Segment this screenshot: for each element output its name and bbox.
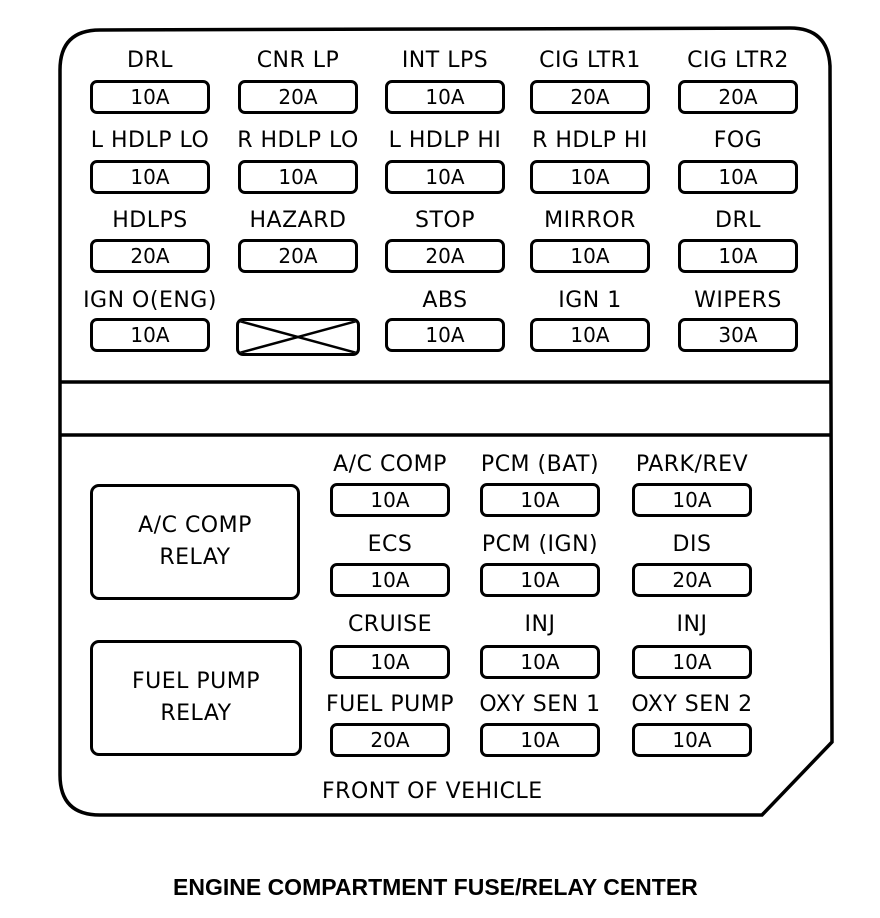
fuse-inj: 10A bbox=[632, 645, 752, 679]
fuse-drl: 10A bbox=[90, 80, 210, 114]
fuse-cig-ltr2: 20A bbox=[678, 80, 798, 114]
fuse-cnr-lp: 20A bbox=[238, 80, 358, 114]
fuse-cruise: 10A bbox=[330, 645, 450, 679]
fuse-park-rev: 10A bbox=[632, 483, 752, 517]
fuse-label-ign-o-eng: IGN O(ENG) bbox=[83, 288, 217, 313]
fuse-label-oxy-sen-1: OXY SEN 1 bbox=[479, 692, 601, 717]
fuse-label-r-hdlp-lo: R HDLP LO bbox=[237, 128, 359, 153]
front-of-vehicle-label: FRONT OF VEHICLE bbox=[322, 779, 543, 804]
x-mark-icon bbox=[239, 321, 357, 353]
fuse-drl: 10A bbox=[678, 239, 798, 273]
fuse-label-l-hdlp-lo: L HDLP LO bbox=[90, 128, 210, 153]
fuse-label-cnr-lp: CNR LP bbox=[256, 48, 340, 73]
fuse-r-hdlp-lo: 10A bbox=[238, 160, 358, 194]
fuse-label-fuel-pump: FUEL PUMP bbox=[325, 692, 455, 717]
fuse-label-dis: DIS bbox=[672, 532, 712, 557]
fuse-label-inj: INJ bbox=[524, 612, 556, 637]
relay-label: RELAY bbox=[160, 701, 232, 726]
fuse-fog: 10A bbox=[678, 160, 798, 194]
fuse-label-hazard: HAZARD bbox=[249, 208, 347, 233]
fuse-label-mirror: MIRROR bbox=[544, 208, 636, 233]
fuse-oxy-sen-1: 10A bbox=[480, 723, 600, 757]
fuse-dis: 20A bbox=[632, 563, 752, 597]
fuse-cig-ltr1: 20A bbox=[530, 80, 650, 114]
fuse-abs: 10A bbox=[385, 318, 505, 352]
relay-label: RELAY bbox=[159, 545, 231, 570]
fuse-fuel-pump: 20A bbox=[330, 723, 450, 757]
fuse-pcm-ign: 10A bbox=[480, 563, 600, 597]
relay-label: FUEL PUMP bbox=[131, 669, 261, 694]
fuse-l-hdlp-lo: 10A bbox=[90, 160, 210, 194]
relay-label: A/C COMP bbox=[138, 513, 252, 538]
fuse-label-ign-1: IGN 1 bbox=[558, 288, 622, 313]
fuse-oxy-sen-2: 10A bbox=[632, 723, 752, 757]
fuse-label-wipers: WIPERS bbox=[694, 288, 782, 313]
fuse-label-r-hdlp-hi: R HDLP HI bbox=[532, 128, 648, 153]
fuse-r-hdlp-hi: 10A bbox=[530, 160, 650, 194]
fuse-label-inj: INJ bbox=[676, 612, 708, 637]
relay-fuel-pump: FUEL PUMP RELAY bbox=[90, 640, 302, 756]
fuse-label-abs: ABS bbox=[422, 288, 468, 313]
fuse-mirror: 10A bbox=[530, 239, 650, 273]
fuse-l-hdlp-hi: 10A bbox=[385, 160, 505, 194]
fuse-hazard: 20A bbox=[238, 239, 358, 273]
fuse-a-c-comp: 10A bbox=[330, 483, 450, 517]
fuse-hdlps: 20A bbox=[90, 239, 210, 273]
fuse-label-pcm-ign: PCM (IGN) bbox=[481, 532, 599, 557]
fuse-label-stop: STOP bbox=[415, 208, 475, 233]
fuse-label-cig-ltr1: CIG LTR1 bbox=[539, 48, 641, 73]
fuse-ign-1: 10A bbox=[530, 318, 650, 352]
fuse-inj: 10A bbox=[480, 645, 600, 679]
fuse-wipers: 30A bbox=[678, 318, 798, 352]
fuse-label-a-c-comp: A/C COMP bbox=[333, 452, 447, 477]
fuse-label-hdlps: HDLPS bbox=[112, 208, 188, 233]
fuse-pcm-bat: 10A bbox=[480, 483, 600, 517]
fuse-int-lps: 10A bbox=[385, 80, 505, 114]
fuse-label-drl: DRL bbox=[715, 208, 761, 233]
relay-ac-comp: A/C COMP RELAY bbox=[90, 484, 300, 600]
fuse-stop: 20A bbox=[385, 239, 505, 273]
fuse-label-int-lps: INT LPS bbox=[401, 48, 489, 73]
fuse-label-drl: DRL bbox=[127, 48, 173, 73]
empty-fuse-slot bbox=[236, 318, 360, 356]
fuse-label-park-rev: PARK/REV bbox=[635, 452, 749, 477]
fuse-ign-o-eng: 10A bbox=[90, 318, 210, 352]
fuse-label-cig-ltr2: CIG LTR2 bbox=[687, 48, 789, 73]
diagram-caption: ENGINE COMPARTMENT FUSE/RELAY CENTER bbox=[173, 874, 698, 900]
fuse-label-oxy-sen-2: OXY SEN 2 bbox=[631, 692, 753, 717]
fuse-label-cruise: CRUISE bbox=[347, 612, 433, 637]
fuse-label-l-hdlp-hi: L HDLP HI bbox=[388, 128, 502, 153]
fuse-label-ecs: ECS bbox=[367, 532, 413, 557]
fuse-label-fog: FOG bbox=[713, 128, 763, 153]
fuse-label-pcm-bat: PCM (BAT) bbox=[480, 452, 600, 477]
fuse-ecs: 10A bbox=[330, 563, 450, 597]
